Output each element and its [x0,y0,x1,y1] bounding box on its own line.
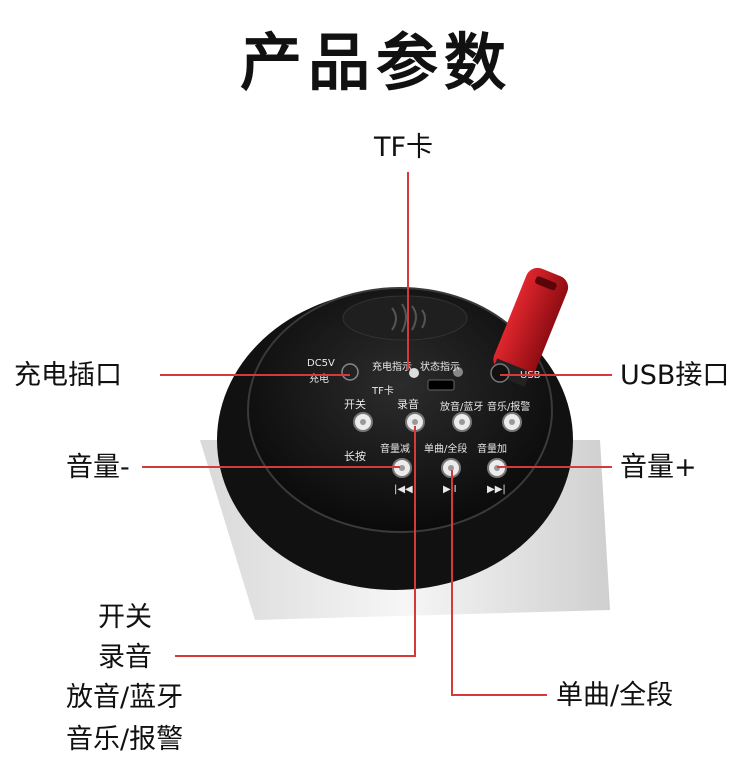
panel-tf-text: TF卡 [372,386,394,397]
label-tf-card: TF卡 [374,132,434,163]
panel-music-alarm-text: 音乐/报警 [487,402,531,413]
label-single-all: 单曲/全段 [556,680,674,711]
usb-callout-line [500,374,612,376]
label-play-bluetooth: 放音/蓝牙 [66,682,184,713]
dc-jack [341,363,359,381]
label-power: 开关 [98,602,152,633]
panel-long-press-text: 长按 [344,450,366,463]
vol-down-callout-line [142,466,400,468]
buttons-callout-vertical [414,426,416,656]
panel-record-text: 录音 [397,398,419,411]
control-panel [247,287,553,533]
panel-next-symbol: ▶▶| [487,484,506,495]
panel-power-text: 开关 [344,398,366,411]
panel-charge-indicator-text: 充电指示 [372,362,412,373]
panel-vol-minus-text: 音量减 [380,444,410,455]
label-record: 录音 [98,642,152,673]
play-bluetooth-button[interactable] [452,412,472,432]
charge-led [409,368,419,378]
volume-down-button[interactable] [392,458,412,478]
panel-play-bt-text: 放音/蓝牙 [440,402,484,413]
panel-status-indicator-text: 状态指示 [420,362,460,373]
status-led [453,367,463,377]
tf-slot [427,379,455,391]
panel-vol-plus-text: 音量加 [477,444,507,455]
page-title: 产品参数 [239,26,512,99]
music-alarm-button[interactable] [502,412,522,432]
charge-callout-line [160,374,350,376]
single-callout-vertical [451,470,453,696]
usb-port [490,363,510,383]
panel-dc-text: DC5V [307,358,335,369]
label-music-alarm: 音乐/报警 [66,724,184,755]
volume-up-button[interactable] [487,458,507,478]
panel-play-symbol: ▶II [443,484,457,495]
label-usb-port: USB接口 [620,360,730,391]
label-volume-up: 音量+ [620,452,697,483]
buttons-callout-horizontal [175,655,416,657]
single-callout-horizontal [451,694,547,696]
label-charge-port: 充电插口 [14,360,122,391]
tf-callout-line [407,172,409,370]
power-button[interactable] [353,412,373,432]
label-volume-down: 音量- [66,452,130,483]
vol-up-callout-line [497,466,612,468]
panel-single-all-text: 单曲/全段 [424,444,468,455]
panel-prev-symbol: |◀◀ [394,484,413,495]
panel-charge-text: 充电 [309,374,329,385]
